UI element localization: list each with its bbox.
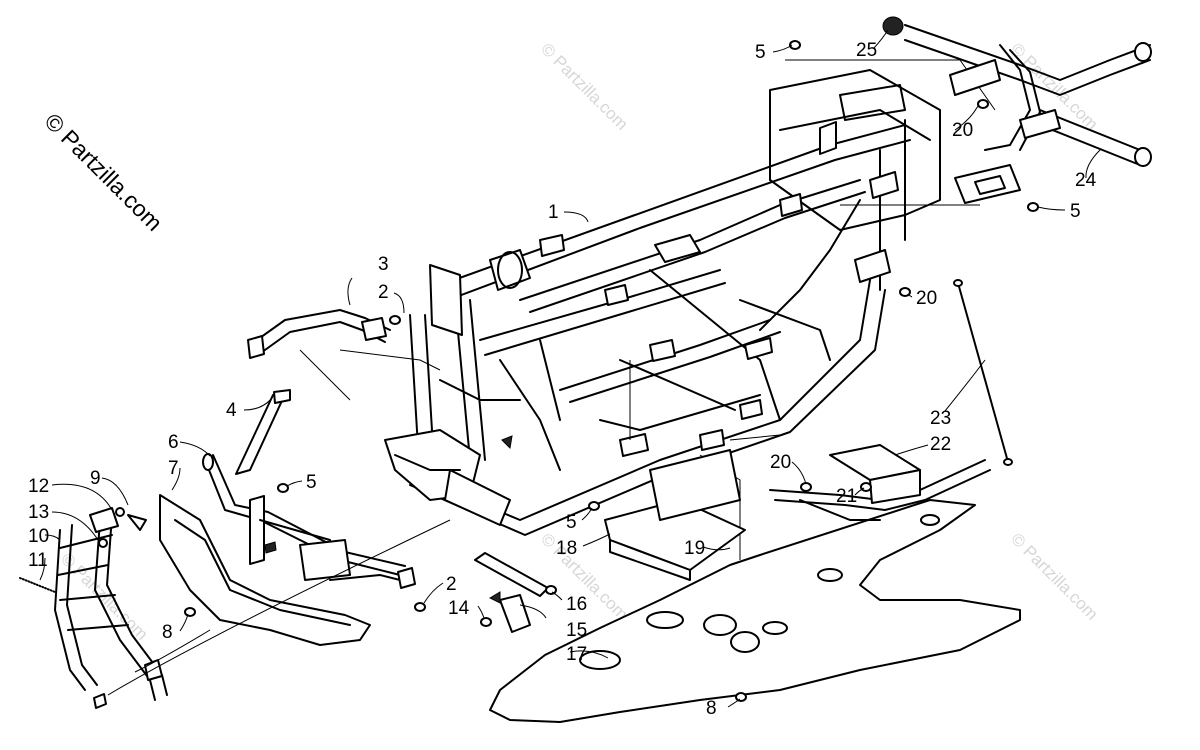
callout-20: 20	[770, 452, 791, 473]
callout-17: 17	[566, 644, 587, 665]
callout-14: 14	[448, 598, 470, 619]
callout-22: 22	[930, 434, 951, 455]
mounting-bracket	[474, 552, 549, 633]
watermark: © Partzilla.com	[1007, 529, 1101, 623]
callout-23: 23	[930, 408, 951, 429]
callout-6: 6	[168, 432, 179, 453]
callout-21: 21	[836, 486, 857, 507]
callout-25: 25	[856, 40, 877, 61]
skid-plate	[489, 499, 1021, 723]
callout-8: 8	[706, 698, 717, 719]
callout-15: 15	[566, 620, 587, 641]
front-bumper	[159, 453, 416, 646]
callout-20: 20	[916, 288, 937, 309]
callout-24: 24	[1075, 170, 1097, 191]
callout-11: 11	[28, 550, 48, 571]
footrest-bracket	[769, 444, 991, 521]
watermark: © Partzilla.com	[537, 39, 631, 133]
callout-13: 13	[28, 502, 49, 523]
callout-5: 5	[755, 42, 766, 63]
callout-10: 10	[28, 526, 49, 547]
callout-1: 1	[548, 202, 559, 223]
callout-2: 2	[378, 282, 389, 303]
support-rod	[953, 279, 1013, 466]
callout-8: 8	[162, 622, 173, 643]
callout-5: 5	[1070, 201, 1081, 222]
callout-18: 18	[556, 538, 577, 559]
callout-7: 7	[168, 458, 179, 479]
callout-3: 3	[378, 254, 389, 275]
support-brace	[235, 389, 291, 475]
callout-16: 16	[566, 594, 587, 615]
callout-labels: 1 2 2 3 4 5 5 5 5 6 7 8 8 9 10 11 12 13 …	[28, 40, 1097, 719]
callout-12: 12	[28, 476, 49, 497]
callout-2: 2	[446, 574, 457, 595]
rear-rack	[882, 16, 1152, 204]
foot-pad	[604, 449, 746, 581]
leader-lines	[39, 29, 1101, 708]
callout-19: 19	[684, 538, 705, 559]
front-rack	[247, 309, 441, 401]
brush-guard	[19, 507, 168, 709]
callout-20: 20	[952, 120, 973, 141]
hardware	[98, 40, 1039, 702]
callout-9: 9	[90, 468, 101, 489]
callout-5: 5	[306, 472, 317, 493]
callout-4: 4	[226, 400, 237, 421]
callout-5: 5	[566, 512, 577, 533]
